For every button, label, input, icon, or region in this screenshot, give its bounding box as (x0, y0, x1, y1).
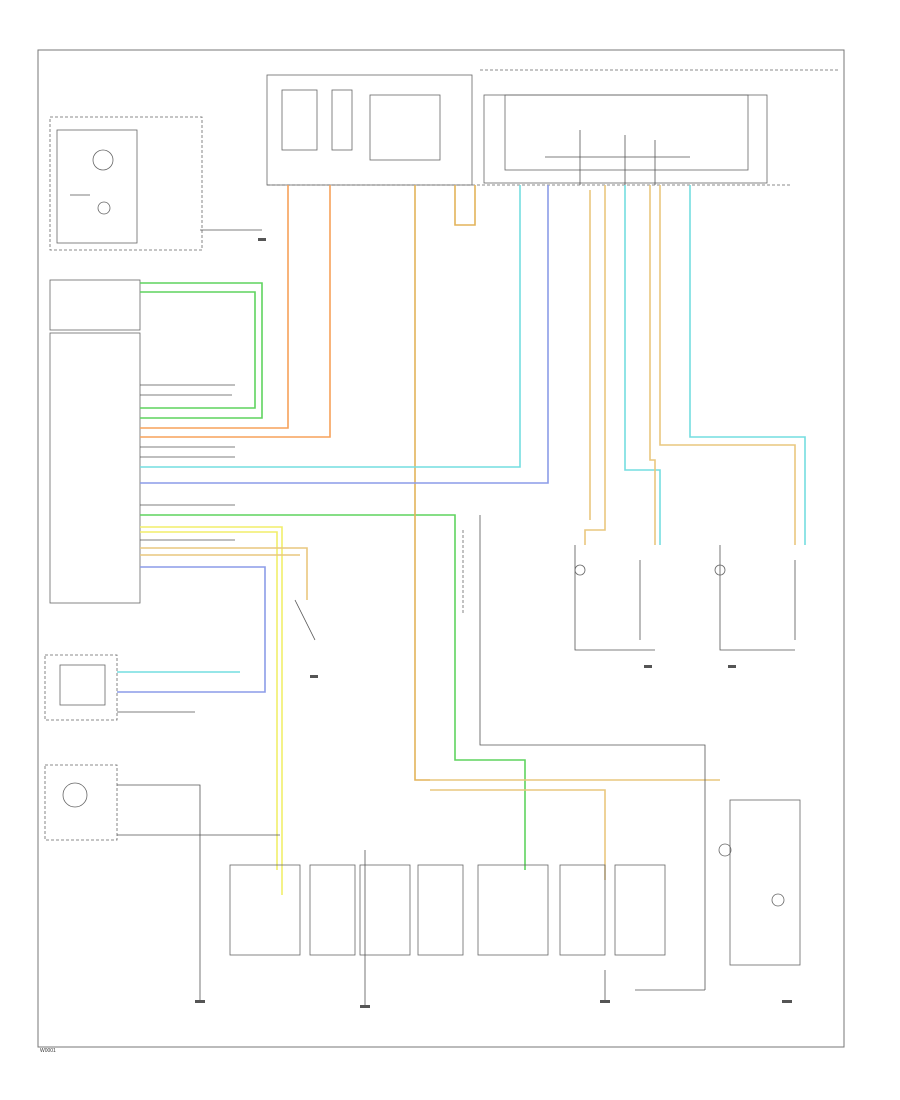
diagram-frame (37, 49, 845, 1048)
tan-wires (140, 185, 796, 600)
rear-lamp-group (229, 850, 666, 1008)
blue-wires (117, 185, 549, 693)
gold-wires (414, 185, 720, 880)
misc-wires (117, 711, 280, 1003)
green-wires (140, 282, 526, 870)
center-switch (294, 515, 706, 800)
footer-code: W0001 (40, 1048, 56, 1054)
front-lamp-group (574, 545, 796, 668)
fuse-block (266, 69, 838, 186)
right-rear-lamps (635, 799, 801, 1003)
turn-signal-switch (44, 654, 118, 841)
instrument-panel-cluster (49, 116, 266, 251)
orange-wires (140, 185, 331, 438)
body-control-module (49, 279, 235, 604)
yellow-wires (140, 526, 283, 895)
cyan-wires (117, 185, 806, 673)
